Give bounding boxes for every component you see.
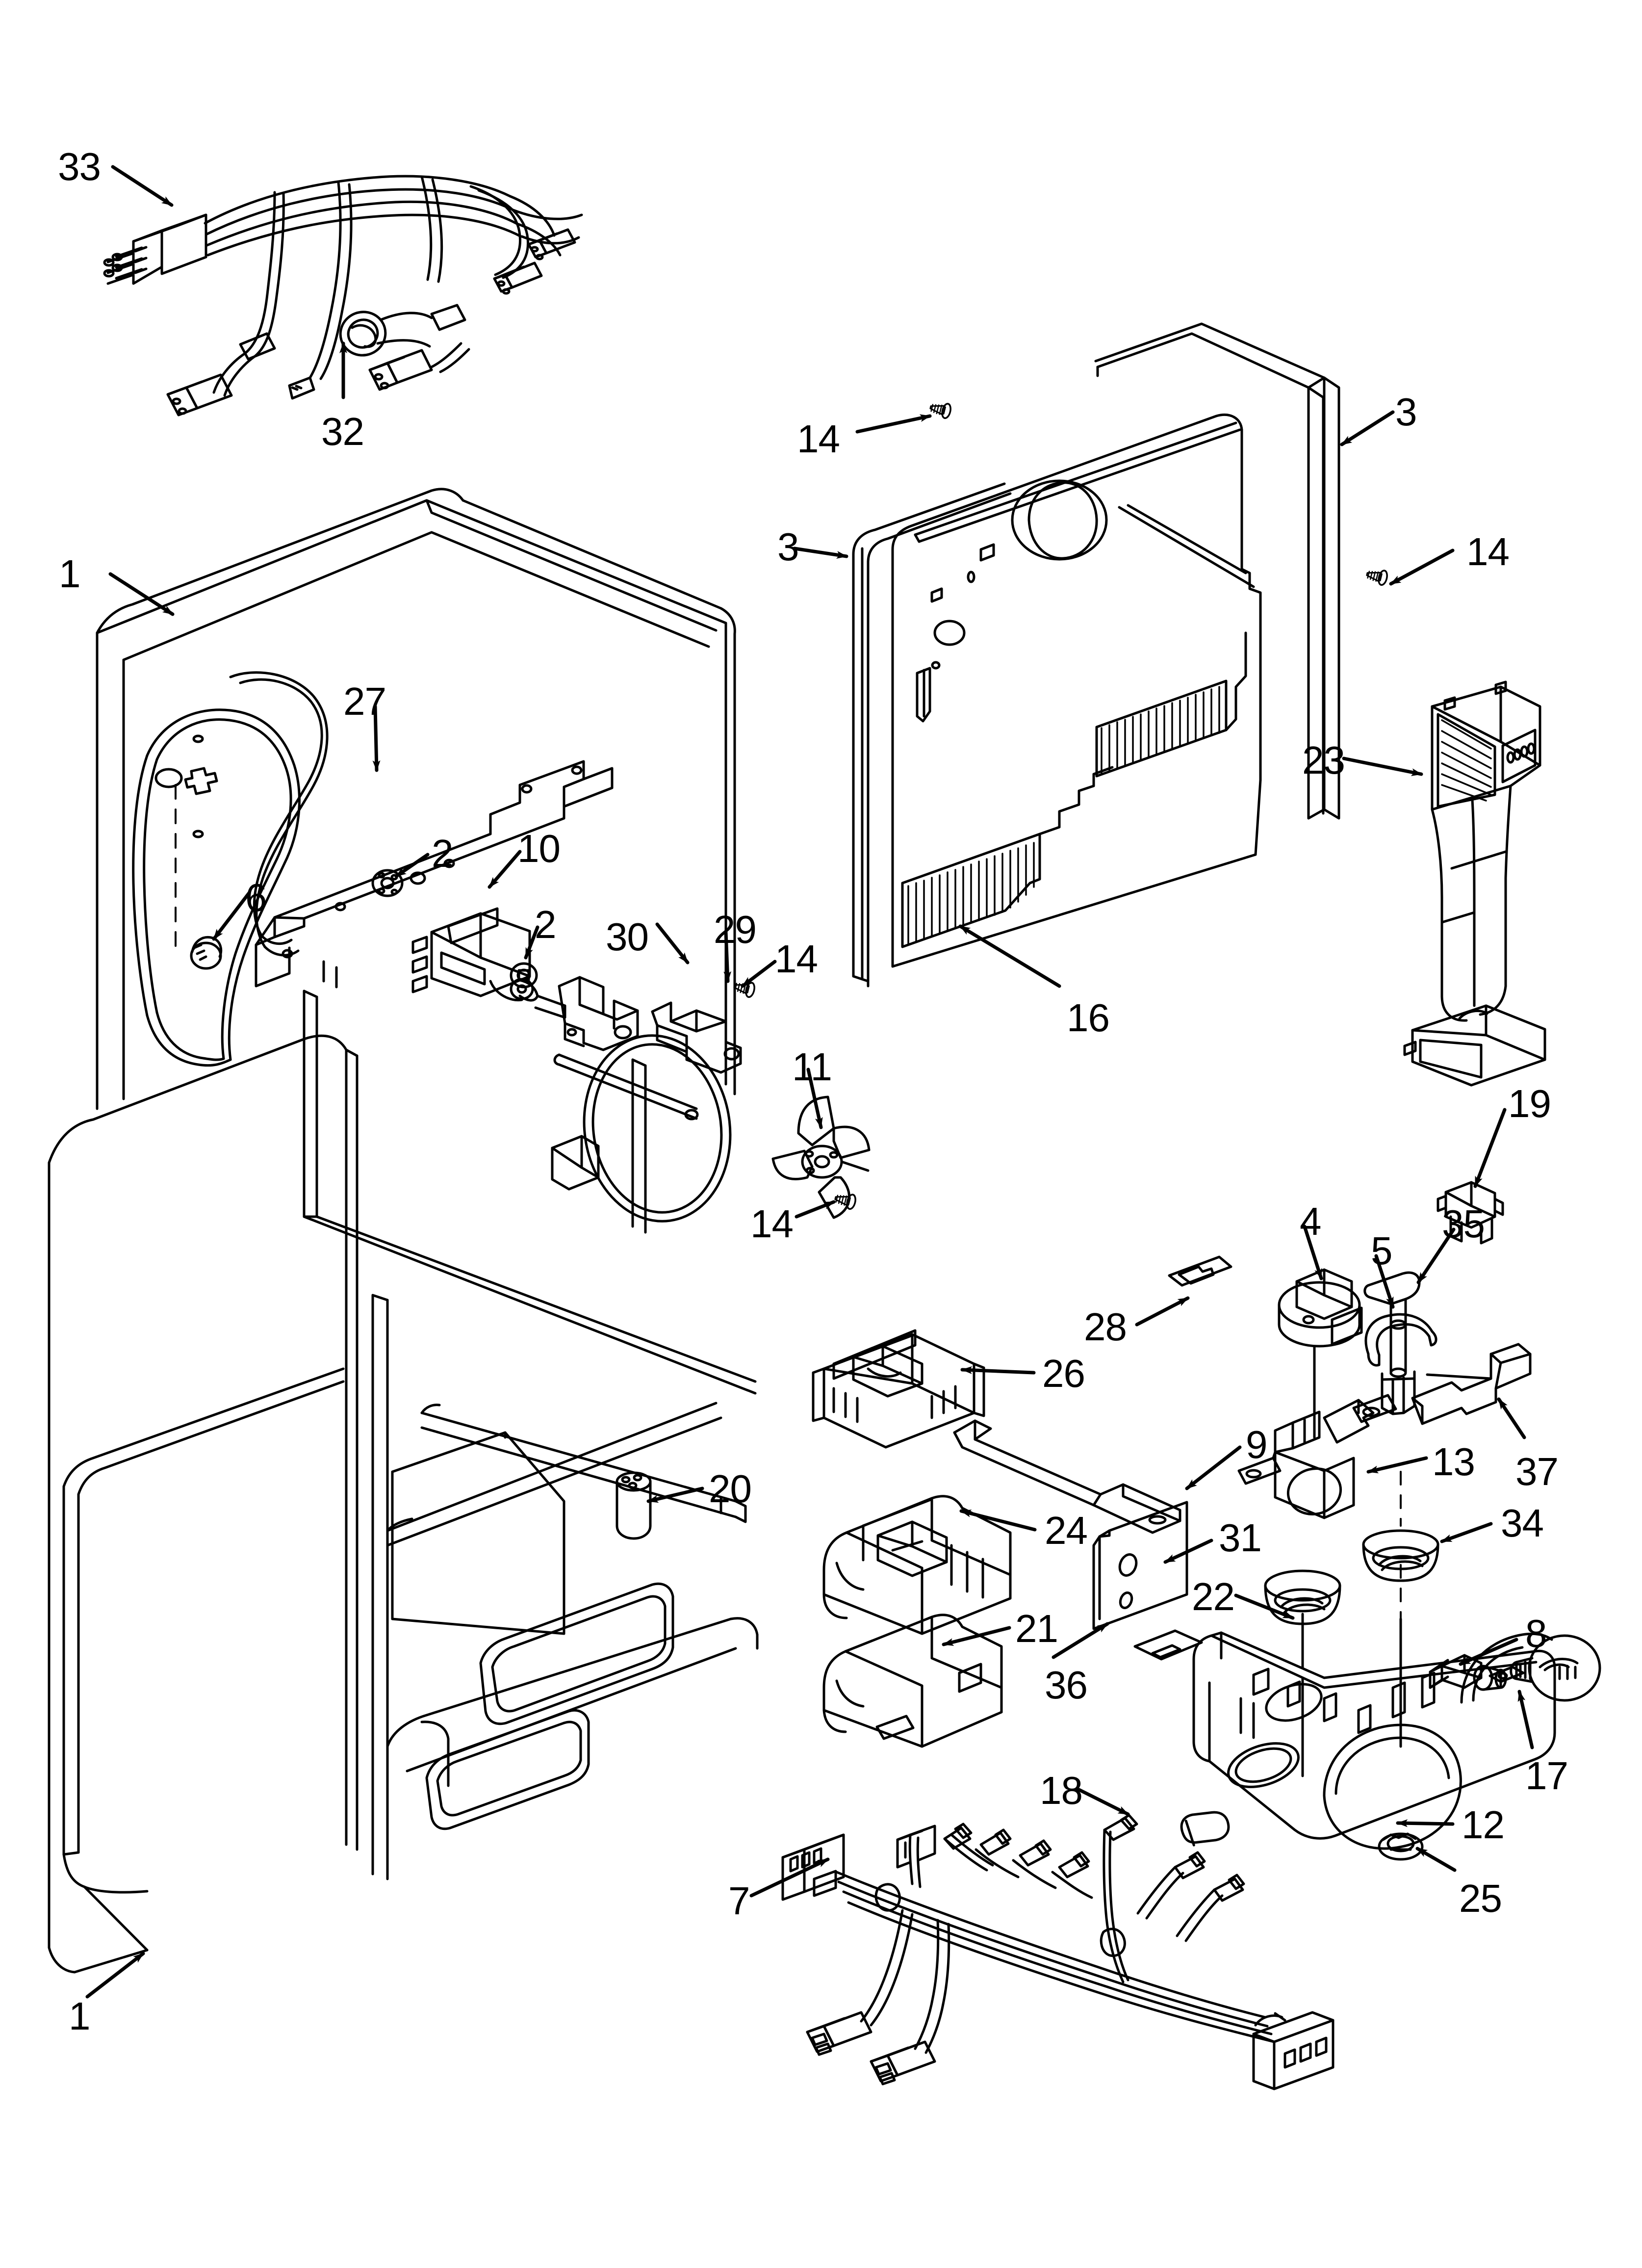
part-28-retainer-tab: [1168, 1255, 1232, 1287]
part-33-wire-harness: [103, 175, 583, 417]
part-27-bracket: [255, 760, 614, 988]
callout-5[interactable]: 5: [1371, 1229, 1392, 1273]
callout-3-a[interactable]: 3: [777, 525, 799, 569]
part-22-cup-grommet: [1264, 1569, 1341, 1625]
part-13-damper-lever: [1237, 1399, 1402, 1620]
callout-1-bottom[interactable]: 1: [69, 1994, 90, 2038]
callout-4[interactable]: 4: [1300, 1199, 1321, 1243]
callout-13[interactable]: 13: [1432, 1440, 1475, 1484]
callout-34[interactable]: 34: [1501, 1501, 1544, 1545]
part-19-light-switch: [1437, 1181, 1504, 1245]
callout-14-b[interactable]: 14: [1466, 530, 1510, 574]
part-3-gasket-front: [852, 482, 1012, 988]
callout-33[interactable]: 33: [58, 145, 101, 188]
part-30-bracket: [558, 976, 639, 1051]
callout-14-c[interactable]: 14: [775, 937, 818, 981]
part-8-light-socket: [1429, 1654, 1507, 1691]
part-34-grommet-cup: [1362, 1529, 1439, 1582]
part-7-wire-harness-lower: [781, 1814, 1334, 2090]
part-24-duct-cover: [822, 1495, 1012, 1635]
part-14-screw-a: [929, 400, 952, 419]
callout-1-top[interactable]: 1: [59, 552, 80, 596]
part-6-plug-button: [190, 936, 223, 970]
callout-31[interactable]: 31: [1219, 1516, 1262, 1560]
callout-22[interactable]: 22: [1192, 1575, 1235, 1618]
callout-37[interactable]: 37: [1515, 1450, 1559, 1493]
callout-14-a[interactable]: 14: [797, 417, 840, 461]
part-35-stud-pin: [1363, 1271, 1421, 1415]
part-25-retainer-nut: [1378, 1832, 1424, 1861]
part-31-insulation-panel: [1092, 1501, 1188, 1630]
part-14-screw-d: [834, 1191, 857, 1210]
callout-19[interactable]: 19: [1508, 1082, 1551, 1125]
part-26-control-board: [812, 1329, 985, 1449]
part-18-thermal-fuse: [1180, 1811, 1230, 1847]
callout-2-a[interactable]: 2: [432, 832, 453, 875]
part-23-air-duct-assembly: [1403, 680, 1546, 1087]
part-16-rear-liner-panel: [891, 414, 1262, 968]
callout-23[interactable]: 23: [1302, 738, 1345, 782]
callout-12[interactable]: 12: [1462, 1803, 1505, 1847]
callout-20[interactable]: 20: [709, 1467, 752, 1511]
callout-26[interactable]: 26: [1042, 1352, 1085, 1395]
callout-30[interactable]: 30: [606, 915, 649, 959]
callout-28[interactable]: 28: [1084, 1305, 1127, 1349]
callout-17[interactable]: 17: [1525, 1754, 1568, 1798]
callout-24[interactable]: 24: [1045, 1509, 1088, 1552]
callout-16[interactable]: 16: [1067, 996, 1110, 1040]
part-1-cabinet-liner: [48, 488, 759, 1974]
callout-7[interactable]: 7: [728, 1879, 750, 1923]
callout-8[interactable]: 8: [1525, 1612, 1547, 1655]
callout-35[interactable]: 35: [1442, 1202, 1485, 1246]
part-29-bracket: [651, 1001, 742, 1074]
callout-29[interactable]: 29: [714, 908, 757, 951]
callout-3-b[interactable]: 3: [1395, 390, 1417, 434]
callout-6[interactable]: 6: [245, 876, 267, 919]
callout-9[interactable]: 9: [1246, 1423, 1267, 1466]
part-2-fastener-a: [371, 869, 404, 897]
callout-18[interactable]: 18: [1040, 1769, 1083, 1812]
part-21-duct-cover-lower: [822, 1614, 1003, 1748]
callout-2-b[interactable]: 2: [535, 903, 556, 946]
evaporator-fan-ring: [583, 1034, 732, 1223]
part-17-light-bulb: [1510, 1634, 1601, 1702]
callout-27[interactable]: 27: [343, 679, 386, 723]
callout-14-d[interactable]: 14: [750, 1202, 794, 1246]
part-3-gasket-rear: [1094, 322, 1340, 820]
part-14-screw-b: [1365, 567, 1388, 586]
part-14-screw-c: [733, 979, 756, 998]
part-5-retainer-clip: [1364, 1313, 1437, 1367]
callout-21[interactable]: 21: [1015, 1607, 1058, 1650]
part-10-air-damper-control: [411, 907, 566, 1019]
part-4-defrost-timer: [1278, 1268, 1363, 1439]
part-36-cover-plate: [1133, 1629, 1203, 1661]
evaporator-frame: [303, 960, 757, 1395]
part-20-plug-cap: [616, 1471, 652, 1540]
callout-32[interactable]: 32: [321, 410, 364, 453]
callout-11[interactable]: 11: [792, 1045, 832, 1089]
part-37-wiring-strap: [1352, 1343, 1532, 1425]
callout-36[interactable]: 36: [1045, 1663, 1088, 1707]
callout-10[interactable]: 10: [517, 827, 561, 870]
callout-25[interactable]: 25: [1459, 1877, 1502, 1920]
leader-lines: [85, 165, 1534, 1999]
